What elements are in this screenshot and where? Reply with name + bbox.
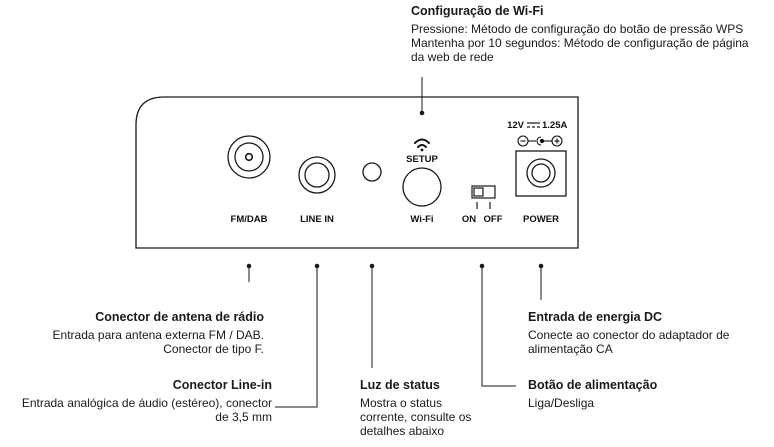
line-in-label: LINE IN <box>300 214 334 225</box>
callout-power-button: Botão de alimentação Liga/Desliga <box>528 378 758 410</box>
callout-antenna: Conector de antena de rádio Entrada para… <box>5 310 264 356</box>
current-label: 1.25A <box>542 120 567 131</box>
leader-lines <box>246 77 544 408</box>
dc-power-jack <box>515 150 567 197</box>
callout-dc-input-title: Entrada de energia DC <box>528 310 663 324</box>
fm-dab-label: FM/DAB <box>231 214 268 225</box>
power-label: POWER <box>523 214 559 225</box>
callout-dc-input-desc: Conecte ao conector do adaptador de alim… <box>528 328 730 356</box>
callout-status-title: Luz de status <box>360 378 440 392</box>
callout-antenna-desc: Entrada para antena externa FM / DAB. Co… <box>52 328 264 356</box>
callout-power-button-title: Botão de alimentação <box>528 378 658 392</box>
polarity-icon <box>517 135 563 147</box>
setup-label: SETUP <box>406 154 438 165</box>
line-in-jack <box>298 156 336 194</box>
wifi-signal-icon <box>414 138 430 148</box>
leader-power-button <box>481 266 516 387</box>
callout-dc-input: Entrada de energia DC Conecte ao conecto… <box>528 310 773 356</box>
status-led <box>362 162 382 182</box>
callout-status-desc: Mostra o status corrente, consulte os de… <box>360 396 472 438</box>
callout-wifi-desc: Pressione: Método de configuração do bot… <box>411 22 749 64</box>
callout-status: Luz de status Mostra o status corrente, … <box>360 378 482 438</box>
dc-symbol <box>527 122 540 128</box>
callout-antenna-title: Conector de antena de rádio <box>95 310 264 324</box>
callout-linein: Conector Line-in Entrada analógica de áu… <box>20 378 272 424</box>
wifi-setup-button <box>402 167 442 207</box>
device-panel <box>135 96 579 249</box>
leader-linein <box>275 266 318 408</box>
off-label: OFF <box>484 214 503 225</box>
voltage-label: 12V <box>507 120 525 131</box>
callout-linein-title: Conector Line-in <box>172 378 272 392</box>
callout-power-button-desc: Liga/Desliga <box>528 396 595 410</box>
callout-wifi: Configuração de Wi-Fi Pressione: Método … <box>411 4 756 64</box>
power-switch <box>471 185 496 209</box>
on-label: ON <box>462 214 476 225</box>
antenna-connector <box>227 135 271 179</box>
callout-wifi-title: Configuração de Wi-Fi <box>411 4 544 18</box>
callout-linein-desc: Entrada analógica de áudio (estéreo), co… <box>21 396 272 424</box>
wifi-label: Wi-Fi <box>410 214 433 225</box>
